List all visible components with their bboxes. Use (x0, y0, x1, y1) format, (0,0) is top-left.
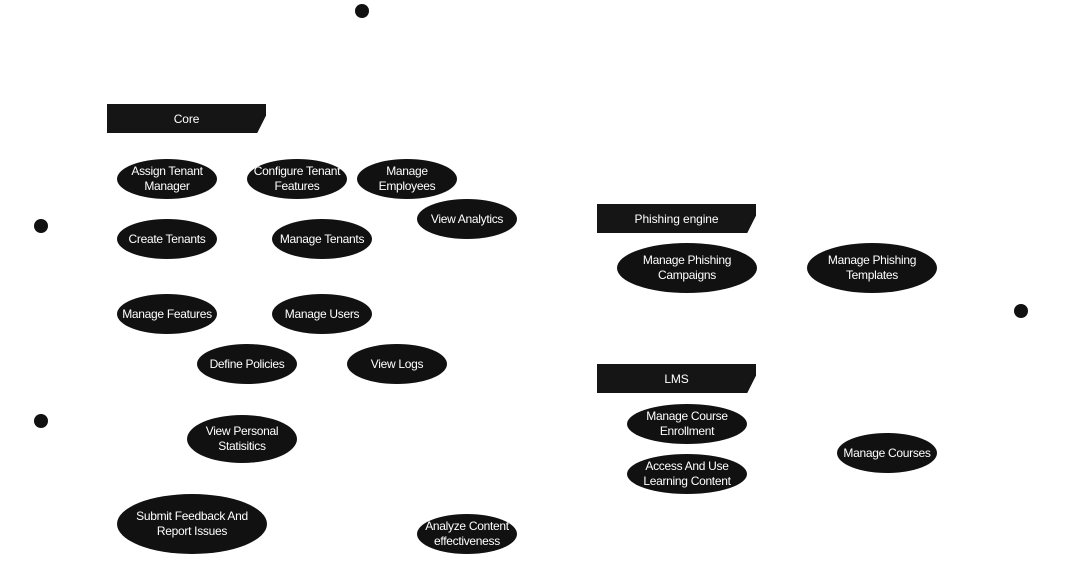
use-case-view-logs[interactable]: View Logs (347, 344, 447, 384)
use-case-access-learning-content[interactable]: Access And Use Learning Content (627, 454, 747, 494)
use-case-create-tenants[interactable]: Create Tenants (117, 219, 217, 259)
use-case-manage-phishing-templates[interactable]: Manage Phishing Templates (807, 243, 937, 293)
use-case-manage-course-enrollment[interactable]: Manage Course Enrollment (627, 404, 747, 444)
actor-left-1[interactable] (34, 219, 48, 233)
actor-top[interactable] (355, 4, 369, 18)
use-case-manage-users[interactable]: Manage Users (272, 294, 372, 334)
actor-left-2[interactable] (34, 414, 48, 428)
use-case-assign-tenant-manager[interactable]: Assign Tenant Manager (117, 159, 217, 199)
use-case-analyze-content-effectiveness[interactable]: Analyze Content effectiveness (417, 514, 517, 554)
use-case-manage-phishing-campaigns[interactable]: Manage Phishing Campaigns (617, 243, 757, 293)
use-case-manage-features[interactable]: Manage Features (117, 294, 217, 334)
package-lms-label[interactable]: LMS (597, 364, 756, 393)
package-phishing-engine-label[interactable]: Phishing engine (597, 204, 756, 233)
use-case-manage-tenants[interactable]: Manage Tenants (272, 219, 372, 259)
use-case-view-personal-statistics[interactable]: View Personal Statisitics (187, 415, 297, 463)
use-case-manage-employees[interactable]: Manage Employees (357, 159, 457, 199)
use-case-define-policies[interactable]: Define Policies (197, 344, 297, 384)
use-case-submit-feedback[interactable]: Submit Feedback And Report Issues (117, 494, 267, 554)
use-case-view-analytics[interactable]: View Analytics (417, 199, 517, 239)
package-core-label[interactable]: Core (107, 104, 266, 133)
actor-right[interactable] (1014, 304, 1028, 318)
use-case-manage-courses[interactable]: Manage Courses (837, 433, 937, 473)
use-case-configure-tenant-features[interactable]: Configure Tenant Features (247, 159, 347, 199)
